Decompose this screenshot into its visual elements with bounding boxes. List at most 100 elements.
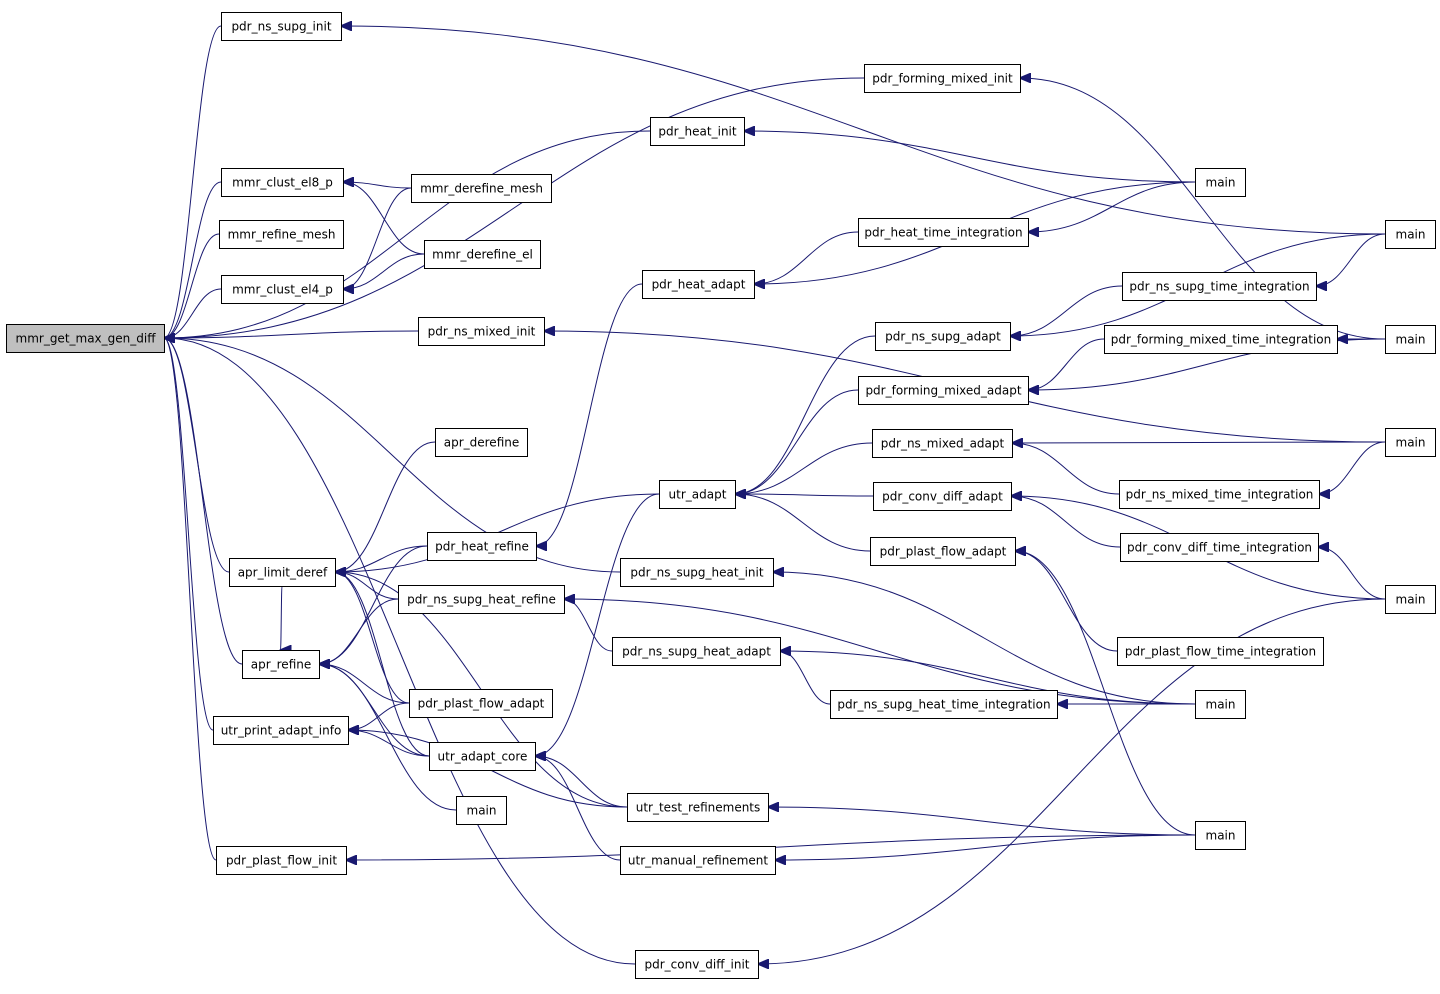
graph-node[interactable]: mmr_derefine_el — [424, 240, 541, 269]
call-edge — [1316, 233, 1386, 286]
graph-node[interactable]: pdr_conv_diff_time_integration — [1120, 533, 1319, 562]
edge-layer — [164, 26, 1386, 964]
graph-node[interactable]: pdr_ns_mixed_init — [418, 317, 545, 346]
graph-node[interactable]: apr_refine — [242, 650, 320, 679]
node-label: pdr_plast_flow_adapt — [880, 545, 1007, 559]
node-label: pdr_ns_supg_time_integration — [1129, 280, 1309, 294]
call-edge — [535, 493, 660, 756]
graph-node[interactable]: pdr_ns_supg_heat_adapt — [612, 637, 781, 666]
node-box — [6, 324, 165, 353]
node-label: apr_refine — [251, 658, 312, 672]
graph-node[interactable]: pdr_ns_supg_heat_time_integration — [830, 690, 1058, 719]
graph-node[interactable]: pdr_conv_diff_adapt — [873, 482, 1012, 511]
graph-node[interactable]: pdr_heat_adapt — [642, 270, 755, 299]
node-box — [456, 796, 507, 825]
graph-node[interactable]: pdr_plast_flow_time_integration — [1117, 637, 1324, 666]
graph-node[interactable]: main — [1195, 821, 1246, 850]
graph-node[interactable]: utr_print_adapt_info — [213, 716, 349, 745]
node-label: main — [1396, 593, 1426, 607]
node-box — [864, 64, 1021, 93]
graph-node[interactable]: pdr_heat_refine — [427, 532, 537, 561]
call-edge — [1028, 338, 1105, 390]
node-box — [219, 220, 344, 249]
graph-node[interactable]: mmr_get_max_gen_diff — [6, 324, 165, 353]
graph-node[interactable]: mmr_clust_el4_p — [221, 275, 344, 304]
node-box — [1385, 428, 1436, 457]
node-box — [635, 950, 759, 979]
node-box — [429, 742, 536, 771]
graph-node[interactable]: pdr_ns_supg_time_integration — [1122, 272, 1317, 301]
graph-node[interactable]: utr_manual_refinement — [620, 846, 776, 875]
call-edge — [281, 585, 283, 650]
graph-node[interactable]: pdr_plast_flow_adapt — [870, 537, 1016, 566]
node-label: mmr_clust_el4_p — [232, 283, 333, 297]
graph-node[interactable]: mmr_clust_el8_p — [221, 168, 344, 197]
node-label: main — [1206, 829, 1236, 843]
call-edge — [1015, 551, 1118, 652]
node-label: mmr_refine_mesh — [228, 228, 336, 242]
graph-node[interactable]: utr_test_refinements — [627, 793, 769, 822]
graph-node[interactable]: utr_adapt — [659, 480, 736, 509]
node-box — [418, 317, 545, 346]
graph-node[interactable]: main — [1385, 325, 1436, 354]
node-box — [427, 532, 537, 561]
graph-node[interactable]: pdr_forming_mixed_adapt — [858, 376, 1029, 405]
graph-node[interactable]: pdr_ns_supg_init — [221, 12, 342, 41]
graph-node[interactable]: pdr_conv_diff_init — [635, 950, 759, 979]
call-edge — [780, 651, 1196, 705]
call-edge — [164, 181, 222, 338]
graph-node[interactable]: main — [1195, 168, 1246, 197]
node-box — [873, 482, 1012, 511]
node-label: pdr_conv_diff_time_integration — [1127, 541, 1312, 555]
graph-node[interactable]: pdr_ns_mixed_time_integration — [1119, 480, 1320, 509]
node-label: pdr_ns_supg_init — [231, 20, 331, 34]
node-box — [620, 846, 776, 875]
node-label: pdr_forming_mixed_adapt — [865, 384, 1021, 398]
graph-node[interactable]: pdr_heat_time_integration — [858, 218, 1029, 247]
node-label: mmr_derefine_mesh — [420, 182, 543, 196]
node-box — [221, 12, 342, 41]
node-label: utr_test_refinements — [636, 801, 761, 815]
graph-node[interactable]: main — [1385, 585, 1436, 614]
graph-node[interactable]: apr_derefine — [435, 428, 528, 457]
node-label: pdr_ns_supg_adapt — [885, 330, 1001, 344]
graph-node[interactable]: pdr_plast_flow_init — [216, 846, 347, 875]
graph-node[interactable]: pdr_forming_mixed_time_integration — [1104, 325, 1338, 354]
graph-node[interactable]: pdr_plast_flow_adapt — [409, 689, 553, 718]
graph-node[interactable]: pdr_forming_mixed_init — [864, 64, 1021, 93]
node-box — [659, 480, 736, 509]
node-box — [221, 168, 344, 197]
call-edge — [319, 664, 410, 704]
node-label: utr_adapt_core — [438, 750, 528, 764]
node-box — [612, 637, 781, 666]
call-edge — [335, 572, 410, 704]
graph-node[interactable]: main — [1195, 690, 1246, 719]
node-box — [872, 429, 1013, 458]
node-label: pdr_ns_mixed_time_integration — [1126, 488, 1314, 502]
call-edge — [343, 187, 412, 289]
graph-node[interactable]: pdr_ns_mixed_adapt — [872, 429, 1013, 458]
graph-node[interactable]: mmr_derefine_mesh — [411, 174, 552, 203]
graph-node[interactable]: utr_adapt_core — [429, 742, 536, 771]
node-box — [858, 218, 1029, 247]
node-box — [830, 690, 1058, 719]
node-box — [1195, 821, 1246, 850]
call-edge — [164, 338, 214, 731]
graph-node[interactable]: pdr_ns_supg_heat_refine — [398, 585, 565, 614]
graph-node[interactable]: main — [456, 796, 507, 825]
graph-node[interactable]: mmr_refine_mesh — [219, 220, 344, 249]
graph-node[interactable]: main — [1385, 220, 1436, 249]
call-edge — [735, 442, 873, 494]
graph-node[interactable]: pdr_heat_init — [650, 117, 745, 146]
graph-node[interactable]: main — [1385, 428, 1436, 457]
graph-node[interactable]: pdr_ns_supg_heat_init — [620, 558, 774, 587]
graph-node[interactable]: apr_limit_deref — [229, 558, 336, 587]
graph-node[interactable]: pdr_ns_supg_adapt — [875, 322, 1011, 351]
node-label: pdr_ns_mixed_init — [428, 325, 536, 339]
node-label: pdr_plast_flow_time_integration — [1125, 645, 1316, 659]
node-box — [642, 270, 755, 299]
node-box — [620, 558, 774, 587]
call-edge — [335, 545, 428, 572]
call-edge — [758, 598, 1386, 964]
